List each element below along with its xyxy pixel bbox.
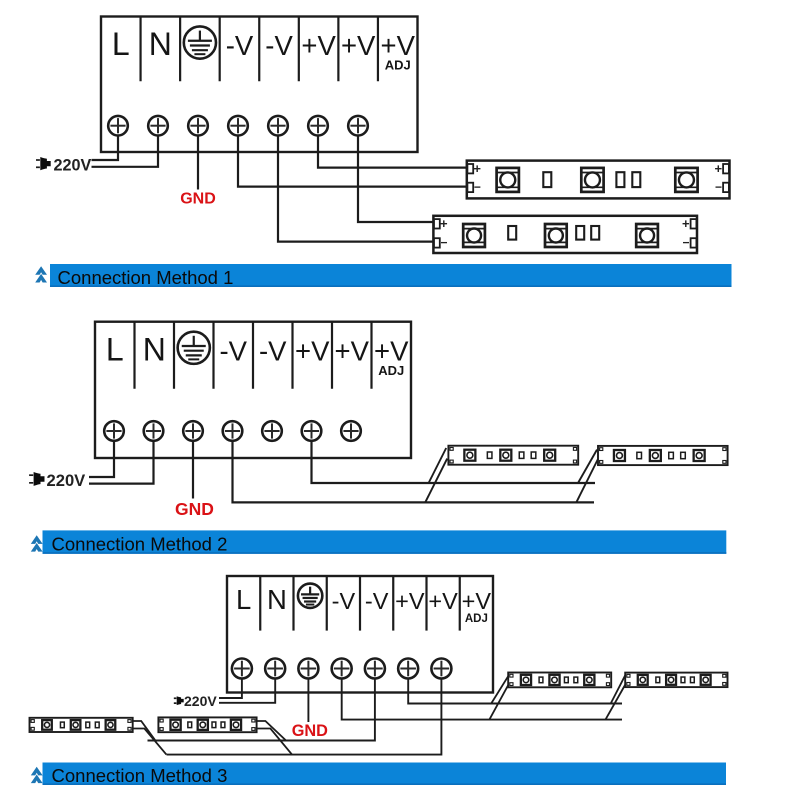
svg-text:L: L xyxy=(236,584,251,615)
svg-text:Connection Method 1: Connection Method 1 xyxy=(58,267,234,288)
svg-text:ADJ: ADJ xyxy=(378,363,404,378)
svg-text:-V: -V xyxy=(226,30,254,61)
svg-text:Connection Method 3: Connection Method 3 xyxy=(52,765,228,786)
svg-text:-V: -V xyxy=(259,335,287,366)
svg-text:N: N xyxy=(267,584,287,615)
svg-text:+: + xyxy=(473,161,481,176)
svg-text:GND: GND xyxy=(292,722,328,740)
svg-text:+V: +V xyxy=(341,30,376,61)
svg-text:−: − xyxy=(440,236,447,250)
svg-text:+: + xyxy=(715,161,723,176)
svg-text:N: N xyxy=(143,331,166,367)
svg-text:L: L xyxy=(106,331,124,367)
svg-text:+V: +V xyxy=(335,335,370,366)
svg-text:220V: 220V xyxy=(54,157,92,175)
svg-text:-V: -V xyxy=(332,588,356,614)
svg-text:+V: +V xyxy=(381,30,416,61)
svg-text:+: + xyxy=(682,216,690,231)
svg-text:-V: -V xyxy=(265,30,293,61)
svg-text:−: − xyxy=(715,180,722,194)
svg-text:ADJ: ADJ xyxy=(385,57,411,72)
svg-text:-V: -V xyxy=(365,588,389,614)
svg-text:ADJ: ADJ xyxy=(465,613,488,625)
svg-text:+V: +V xyxy=(374,335,409,366)
svg-text:-V: -V xyxy=(220,335,248,366)
svg-text:Connection Method 2: Connection Method 2 xyxy=(52,534,228,555)
svg-text:N: N xyxy=(149,26,172,62)
svg-text:GND: GND xyxy=(175,499,214,519)
svg-text:−: − xyxy=(682,236,689,250)
svg-text:L: L xyxy=(112,26,130,62)
svg-text:+V: +V xyxy=(395,588,425,614)
svg-text:+V: +V xyxy=(295,335,330,366)
svg-text:220V: 220V xyxy=(47,471,86,490)
svg-text:+V: +V xyxy=(428,588,458,614)
svg-text:220V: 220V xyxy=(184,693,217,709)
svg-text:−: − xyxy=(474,180,481,194)
svg-text:+V: +V xyxy=(462,588,492,614)
svg-text:+: + xyxy=(440,216,448,231)
svg-text:GND: GND xyxy=(180,190,216,207)
svg-text:+V: +V xyxy=(301,30,336,61)
